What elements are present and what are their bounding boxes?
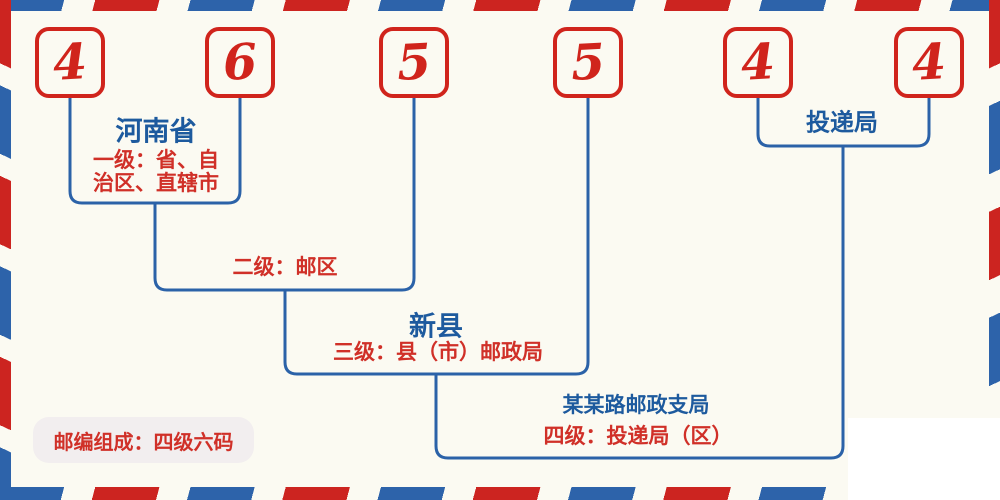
digit-6: 4: [910, 32, 948, 92]
digit-1: 4: [51, 32, 89, 92]
level1-description-line1: 一级：省、自: [93, 148, 219, 172]
level1-description-line2: 治区、直辖市: [93, 171, 219, 195]
digit-box-4: 5: [553, 27, 623, 98]
level1-title: 河南省: [115, 116, 197, 148]
level4-description: 四级：投递局（区）: [543, 424, 733, 448]
level2-description: 二级：邮区: [232, 255, 338, 279]
postal-code-composition-badge: 邮编组成：四级六码: [33, 417, 254, 463]
airmail-border-right: [989, 0, 1000, 500]
digit-3: 5: [395, 32, 433, 92]
badge-label: 邮编组成：四级六码: [53, 429, 234, 454]
digit-box-2: 6: [205, 27, 275, 98]
level4-title: 某某路邮政支局: [562, 392, 710, 417]
digit-box-5: 4: [723, 27, 793, 98]
airmail-border-left: [0, 0, 11, 500]
digit-2: 6: [221, 32, 259, 92]
level1-description: 一级：省、自 治区、直辖市: [93, 149, 219, 195]
digit-box-3: 5: [379, 27, 449, 98]
airmail-border-top: [0, 0, 1000, 11]
connector-level4-bracket: [434, 146, 845, 460]
airmail-border-bottom: [0, 487, 1000, 500]
connector-delivery-bracket: [756, 97, 931, 148]
digit-box-6: 4: [894, 27, 964, 98]
digit-box-1: 4: [35, 27, 105, 98]
level3-title: 新县: [409, 311, 463, 343]
blank-corner-patch: [848, 418, 1000, 500]
digit-5: 4: [739, 32, 777, 92]
digit-4: 5: [569, 32, 607, 92]
level3-description: 三级：县（市）邮政局: [333, 340, 543, 364]
delivery-office-label: 投递局: [806, 107, 878, 137]
